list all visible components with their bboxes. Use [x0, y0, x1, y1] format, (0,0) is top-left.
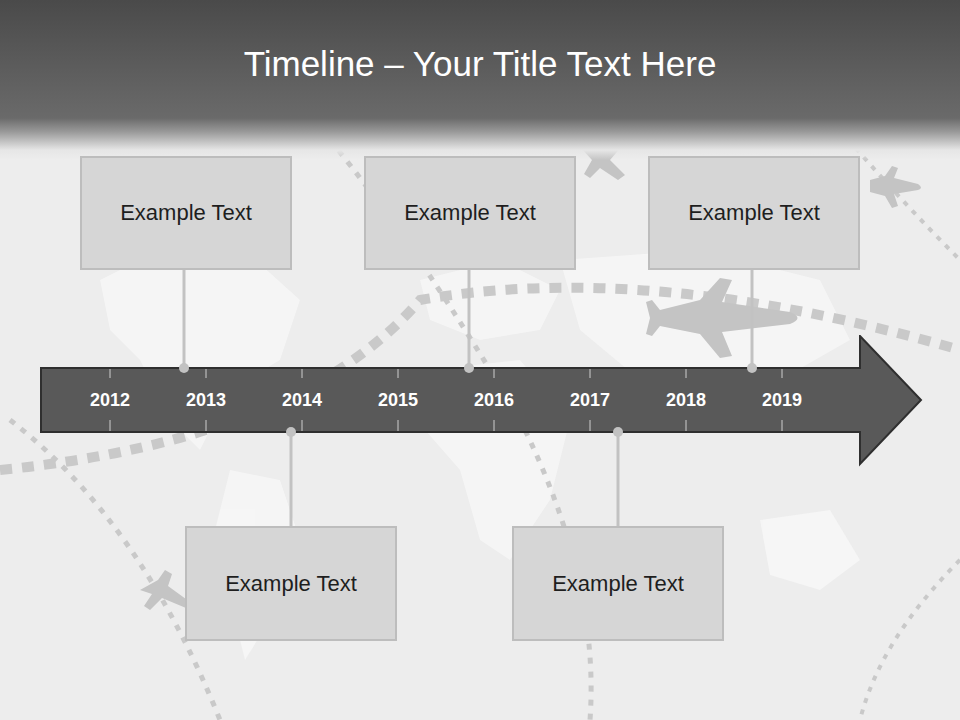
event-box: Example Text: [185, 526, 397, 641]
slide-title: Timeline – Your Title Text Here: [0, 44, 960, 84]
event-text: Example Text: [225, 571, 357, 597]
event-text: Example Text: [404, 200, 536, 226]
year-label: 2014: [282, 390, 322, 411]
event-box: Example Text: [364, 156, 576, 270]
event-text: Example Text: [552, 571, 684, 597]
leader-line: [613, 427, 623, 526]
leader-line: [464, 270, 474, 373]
leader-line: [179, 270, 189, 373]
year-label: 2012: [90, 390, 130, 411]
year-label: 2016: [474, 390, 514, 411]
year-label: 2017: [570, 390, 610, 411]
event-box: Example Text: [512, 526, 724, 641]
event-box: Example Text: [80, 156, 292, 270]
leader-line: [747, 270, 757, 373]
leader-line: [286, 427, 296, 526]
event-box: Example Text: [648, 156, 860, 270]
year-label: 2018: [666, 390, 706, 411]
timeline-arrow: 2012 2013 2014 2015 2016 2017 2018 2019: [40, 335, 924, 467]
year-label: 2015: [378, 390, 418, 411]
event-text: Example Text: [120, 200, 252, 226]
year-label: 2013: [186, 390, 226, 411]
year-label: 2019: [762, 390, 802, 411]
event-text: Example Text: [688, 200, 820, 226]
